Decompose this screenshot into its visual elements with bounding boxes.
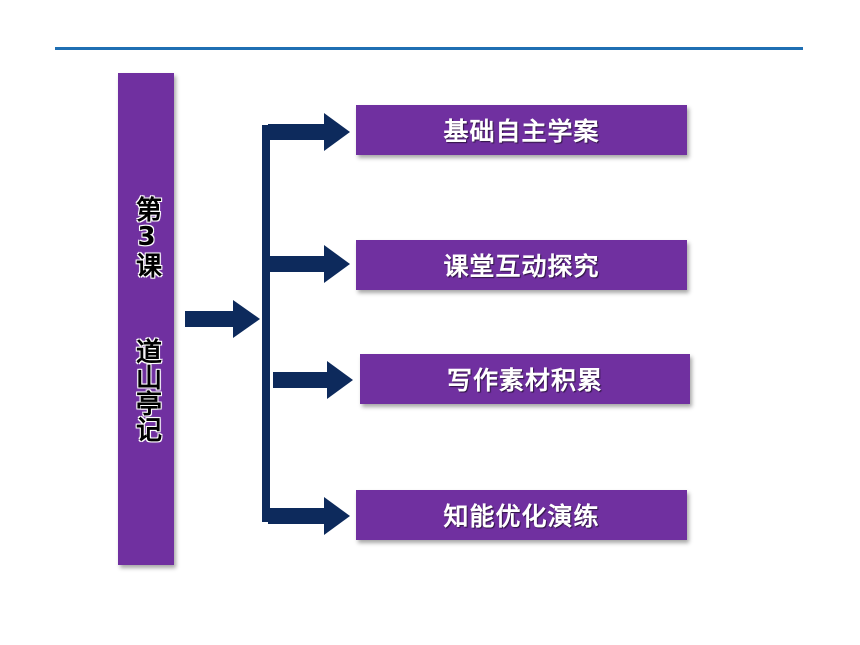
- branch-arrow-2: [268, 245, 350, 283]
- section-box-class-interaction[interactable]: 课堂互动探究: [356, 240, 687, 290]
- header-rule: [55, 47, 803, 50]
- lesson-title-box: 第3课 道山亭记: [118, 73, 174, 565]
- trunk-line: [262, 125, 270, 522]
- branch-arrow-1: [268, 113, 350, 151]
- main-arrow: [185, 300, 260, 338]
- section-label: 课堂互动探究: [443, 252, 600, 281]
- lesson-title: 第3课 道山亭记: [131, 196, 162, 442]
- branch-arrow-4: [268, 497, 350, 535]
- branch-arrow-3: [273, 361, 353, 399]
- section-label: 知能优化演练: [443, 502, 600, 531]
- section-box-writing-materials[interactable]: 写作素材积累: [360, 354, 690, 404]
- section-box-basic-self-study[interactable]: 基础自主学案: [356, 105, 687, 155]
- section-label: 基础自主学案: [443, 117, 600, 146]
- section-label: 写作素材积累: [446, 366, 603, 395]
- section-box-practice-exercises[interactable]: 知能优化演练: [356, 490, 687, 540]
